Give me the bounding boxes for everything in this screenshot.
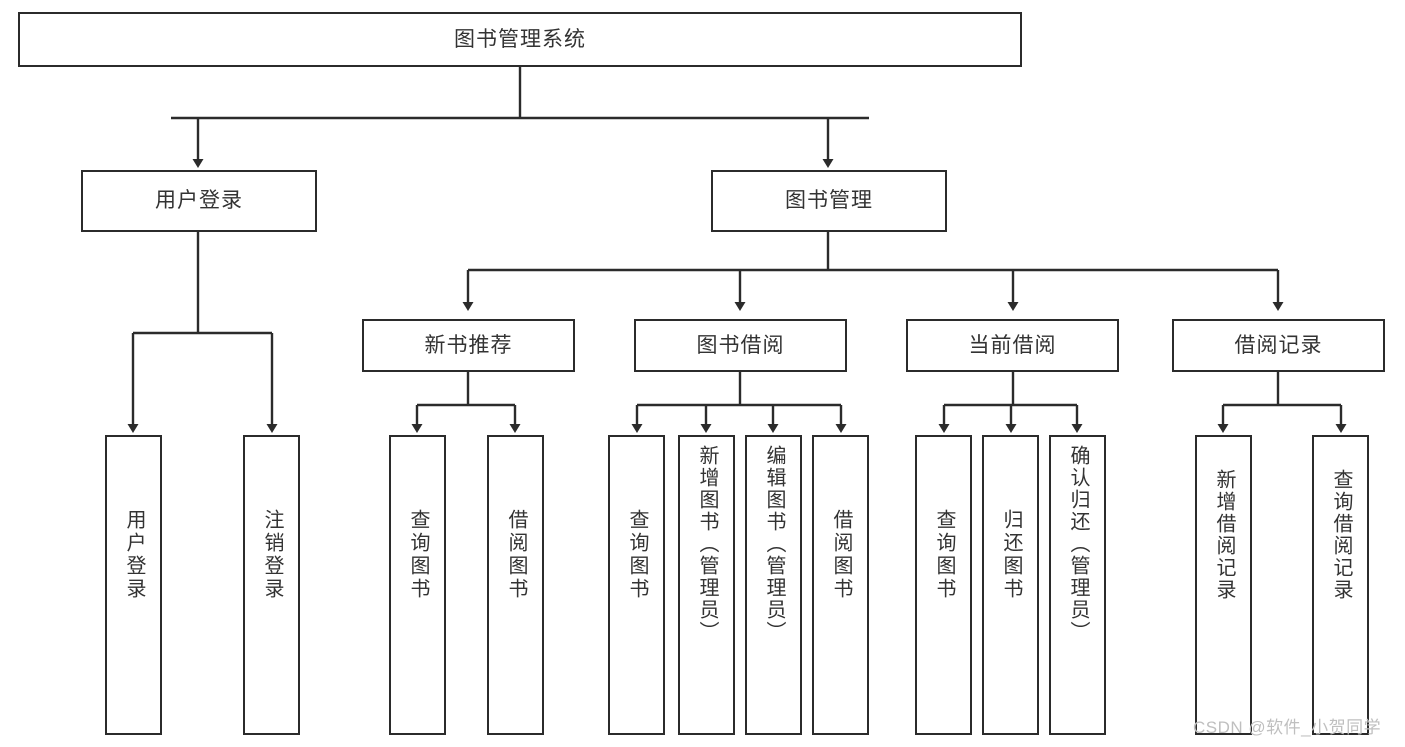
leaf-borrow-book-newbook-label: 借阅图书 (505, 509, 527, 601)
node-borrow-records[interactable]: 借阅记录 (1172, 319, 1385, 372)
node-book-management[interactable]: 图书管理 (711, 170, 947, 232)
leaf-logout[interactable]: 注销登录 (243, 435, 300, 735)
leaf-confirm-return-admin[interactable]: 确认归还（管理员） (1049, 435, 1106, 735)
leaf-confirm-return-admin-label: 确认归还（管理员） (1067, 445, 1089, 643)
leaf-query-borrow-record[interactable]: 查询借阅记录 (1312, 435, 1369, 735)
leaf-add-borrow-record-label: 新增借阅记录 (1213, 469, 1235, 601)
leaf-query-book-newbook-label: 查询图书 (407, 509, 429, 601)
leaf-add-book-admin-label: 新增图书（管理员） (696, 445, 718, 643)
leaf-query-book-newbook[interactable]: 查询图书 (389, 435, 446, 735)
node-user-login-label: 用户登录 (155, 189, 243, 213)
node-root[interactable]: 图书管理系统 (18, 12, 1022, 67)
node-current-borrow-label: 当前借阅 (968, 333, 1057, 357)
leaf-query-borrow-record-label: 查询借阅记录 (1330, 469, 1352, 601)
leaf-borrow-book-borrow[interactable]: 借阅图书 (812, 435, 869, 735)
node-book-borrow[interactable]: 图书借阅 (634, 319, 847, 372)
leaf-edit-book-admin[interactable]: 编辑图书（管理员） (745, 435, 802, 735)
node-borrow-records-label: 借阅记录 (1234, 333, 1323, 357)
leaf-add-book-admin[interactable]: 新增图书（管理员） (678, 435, 735, 735)
node-current-borrow[interactable]: 当前借阅 (906, 319, 1119, 372)
leaf-return-book[interactable]: 归还图书 (982, 435, 1039, 735)
leaf-query-book-current-label: 查询图书 (933, 509, 955, 601)
node-new-book-recommend-label: 新书推荐 (424, 333, 513, 357)
leaf-edit-book-admin-label: 编辑图书（管理员） (763, 445, 785, 643)
leaf-query-book-borrow-label: 查询图书 (626, 509, 648, 601)
leaf-add-borrow-record[interactable]: 新增借阅记录 (1195, 435, 1252, 735)
leaf-borrow-book-borrow-label: 借阅图书 (830, 509, 852, 601)
leaf-query-book-current[interactable]: 查询图书 (915, 435, 972, 735)
node-book-management-label: 图书管理 (785, 189, 873, 213)
node-user-login[interactable]: 用户登录 (81, 170, 317, 232)
leaf-query-book-borrow[interactable]: 查询图书 (608, 435, 665, 735)
leaf-user-login-label: 用户登录 (123, 509, 145, 601)
leaf-user-login[interactable]: 用户登录 (105, 435, 162, 735)
node-root-label: 图书管理系统 (454, 27, 586, 51)
leaf-borrow-book-newbook[interactable]: 借阅图书 (487, 435, 544, 735)
node-new-book-recommend[interactable]: 新书推荐 (362, 319, 575, 372)
node-book-borrow-label: 图书借阅 (696, 333, 785, 357)
leaf-logout-label: 注销登录 (261, 509, 283, 601)
leaf-return-book-label: 归还图书 (1000, 509, 1022, 601)
